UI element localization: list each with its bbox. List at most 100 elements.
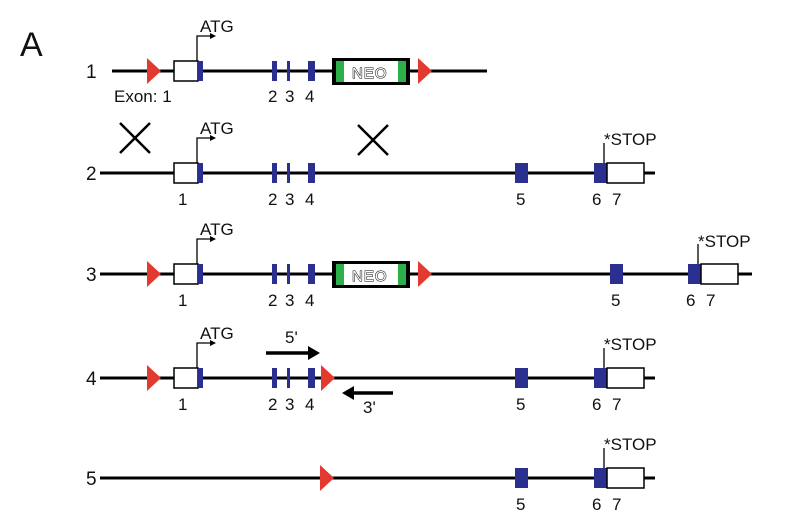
primer-reverse-head xyxy=(342,386,354,400)
row-2-exon-1-coding xyxy=(198,163,203,183)
row-1-exon-caption: Exon: 1 xyxy=(114,87,172,106)
row-4-loxp-left xyxy=(147,365,161,391)
row-1-exon-label-2: 2 xyxy=(268,87,277,106)
row-5-exon-label-5: 5 xyxy=(516,495,525,514)
row-2-exon-label-7: 7 xyxy=(612,190,621,209)
row-2-exon-7-coding xyxy=(602,163,607,183)
crossover-mark-right xyxy=(357,124,389,156)
row-2: 2 ATG *STOP 1 2 3 4 5 6 7 xyxy=(86,119,657,209)
row-1-neo-band-right xyxy=(398,61,406,82)
row-3-exon-7-utr xyxy=(700,263,739,285)
row-4-exon-label-6: 6 xyxy=(592,395,601,414)
panel-label: A xyxy=(20,26,43,64)
row-3-neo-cassette: NEO xyxy=(332,261,410,288)
row-1-loxp-left xyxy=(147,58,161,84)
row-3-exon-label-1: 1 xyxy=(178,291,187,310)
row-3-exon-5 xyxy=(610,264,623,284)
row-1-atg-label: ATG xyxy=(200,17,234,36)
row-2-exon-label-1: 1 xyxy=(178,190,187,209)
crossover-right-stroke-b xyxy=(357,124,389,156)
row-3-loxp-right xyxy=(418,261,432,287)
row-4-exon-5 xyxy=(515,368,528,388)
row-3-exon-label-5: 5 xyxy=(611,291,620,310)
row-4-exon-label-1: 1 xyxy=(178,395,187,414)
row-2-number: 2 xyxy=(86,164,97,185)
row-4-atg-arrowhead xyxy=(210,340,216,346)
row-3-exon-label-2: 2 xyxy=(268,291,277,310)
row-5-exon-7-coding xyxy=(602,468,607,488)
row-3-exon-4 xyxy=(308,264,315,284)
row-2-exon-5 xyxy=(515,163,528,183)
row-3: 3 ATG NEO *STOP 1 2 3 4 5 6 7 xyxy=(86,220,752,310)
primer-forward-label: 5' xyxy=(285,328,298,347)
row-5-exon-6 xyxy=(594,468,602,488)
row-2-exon-label-5: 5 xyxy=(516,190,525,209)
row-1-exon-1-utr xyxy=(173,60,199,82)
row-3-atg-label: ATG xyxy=(200,220,234,239)
row-5-stop-label: *STOP xyxy=(604,435,657,454)
primer-reverse-label: 3' xyxy=(363,398,376,417)
row-3-exon-label-3: 3 xyxy=(285,291,294,310)
row-3-exon-2 xyxy=(272,264,277,284)
row-3-neo-label: NEO xyxy=(352,268,388,285)
row-4-exon-label-4: 4 xyxy=(305,395,314,414)
row-4-exon-2 xyxy=(272,368,277,388)
row-1-atg-arrow xyxy=(196,35,210,61)
row-5: 5 *STOP 5 6 7 xyxy=(86,435,657,514)
row-4-exon-4 xyxy=(308,368,315,388)
row-2-exon-label-2: 2 xyxy=(268,190,277,209)
row-1-exon-1-coding xyxy=(198,61,203,81)
row-1-exon-label-4: 4 xyxy=(305,87,314,106)
row-4-atg-label: ATG xyxy=(200,324,234,343)
row-1-neo-inner xyxy=(336,61,406,82)
row-3-atg-arrow xyxy=(196,238,210,264)
row-5-loxp xyxy=(320,465,334,491)
row-2-atg-arrowhead xyxy=(210,135,216,141)
row-4-number: 4 xyxy=(86,369,97,390)
row-2-atg-arrow xyxy=(196,137,210,163)
row-2-exon-6 xyxy=(594,163,602,183)
row-4-exon-7-coding xyxy=(602,368,607,388)
row-3-atg-arrowhead xyxy=(210,236,216,242)
row-5-number: 5 xyxy=(86,469,97,490)
row-1-neo-cassette: NEO xyxy=(332,58,410,85)
row-1-exon-4 xyxy=(308,61,315,81)
row-1-number: 1 xyxy=(86,62,97,83)
row-2-exon-1-utr xyxy=(173,162,199,184)
row-4-exon-3 xyxy=(287,368,290,388)
row-2-stop-label: *STOP xyxy=(604,130,657,149)
crossover-left-stroke-b xyxy=(119,122,151,154)
row-4: 4 ATG 5' 3' *STOP 1 2 3 4 5 6 xyxy=(86,324,657,417)
row-2-exon-4 xyxy=(308,163,315,183)
row-2-exon-label-4: 4 xyxy=(305,190,314,209)
row-5-exon-5 xyxy=(515,468,528,488)
row-3-exon-label-6: 6 xyxy=(686,291,695,310)
row-1: 1 ATG NEO Exon: 1 2 3 4 xyxy=(86,17,487,106)
row-2-atg-label: ATG xyxy=(200,119,234,138)
primer-forward: 5' xyxy=(266,328,320,360)
row-3-exon-1-coding xyxy=(198,264,203,284)
row-4-exon-label-3: 3 xyxy=(285,395,294,414)
row-3-neo-band-left xyxy=(336,264,344,285)
row-4-exon-6 xyxy=(594,368,602,388)
row-4-atg-arrow xyxy=(196,342,210,368)
row-5-exon-label-6: 6 xyxy=(592,495,601,514)
row-4-exon-1-coding xyxy=(198,368,203,388)
row-4-stop-label: *STOP xyxy=(604,335,657,354)
row-3-exon-label-7: 7 xyxy=(706,291,715,310)
row-3-exon-1-utr xyxy=(173,263,199,285)
row-1-neo-band-left xyxy=(336,61,344,82)
row-1-exon-label-3: 3 xyxy=(285,87,294,106)
row-4-loxp-right xyxy=(321,365,335,391)
row-4-exon-label-2: 2 xyxy=(268,395,277,414)
primer-forward-head xyxy=(308,346,320,360)
row-4-exon-7-utr xyxy=(606,367,645,389)
row-1-neo-label: NEO xyxy=(352,65,388,82)
row-2-exon-label-6: 6 xyxy=(592,190,601,209)
row-1-exon-3 xyxy=(287,61,290,81)
row-3-neo-inner xyxy=(336,264,406,285)
row-3-loxp-left xyxy=(147,261,161,287)
row-4-exon-label-5: 5 xyxy=(516,395,525,414)
